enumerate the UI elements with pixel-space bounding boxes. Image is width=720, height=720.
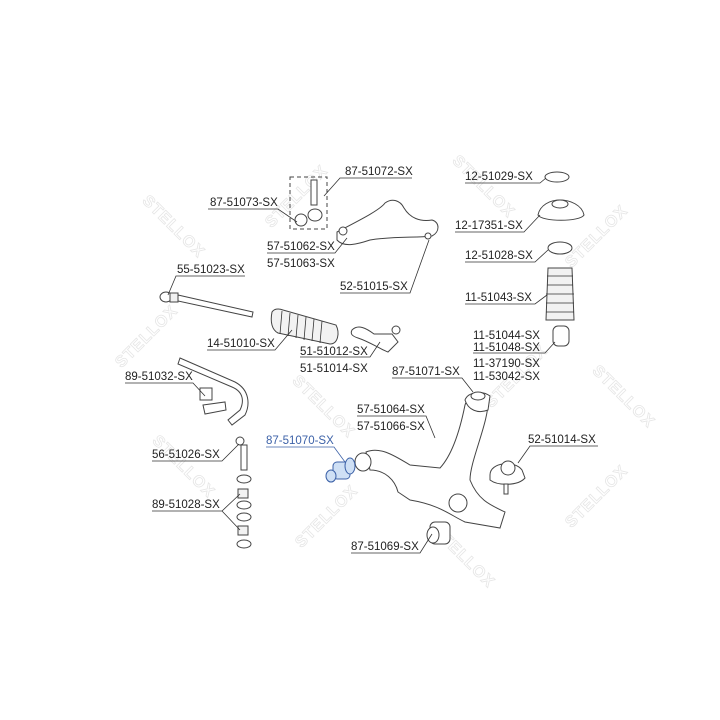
label-11-53042: 11-53042-SX: [473, 371, 540, 383]
label-12-17351: 12-17351-SX: [455, 220, 523, 232]
label-56-51026: 56-51026-SX: [152, 449, 220, 461]
part-strut-mount-stack: [537, 171, 585, 347]
label-57-51062: 57-51062-SX: [267, 241, 335, 253]
part-stabilizer-link: [235, 436, 252, 549]
leader-lines: [125, 177, 598, 554]
label-87-51072: 87-51072-SX: [345, 166, 413, 178]
label-87-51071: 87-51071-SX: [392, 366, 460, 378]
label-52-51015: 52-51015-SX: [340, 281, 408, 293]
part-87-51070-bushing-highlighted: [325, 457, 356, 483]
part-tie-rod-end: [350, 325, 401, 353]
watermark-text: STELLOX: [289, 372, 358, 441]
part-inner-tie-rod: [159, 291, 254, 318]
label-11-51044: 11-51044-SX: [473, 330, 540, 342]
label-89-51032: 89-51032-SX: [125, 371, 193, 383]
label-51-51012: 51-51012-SX: [300, 346, 368, 358]
label-87-51070-highlighted[interactable]: 87-51070-SX: [266, 435, 334, 447]
part-ball-joint: [489, 460, 526, 495]
watermark-text: STELLOX: [112, 302, 181, 371]
part-stabilizer-bar: [177, 357, 249, 426]
label-57-51066: 57-51066-SX: [357, 421, 425, 433]
label-11-51048: 11-51048-SX: [473, 342, 540, 354]
part-87-51072-bushing-bolt: [289, 176, 328, 230]
label-11-51043: 11-51043-SX: [465, 292, 532, 304]
watermark-text: STELLOX: [449, 152, 518, 221]
label-14-51010: 14-51010-SX: [207, 338, 275, 350]
label-51-51014: 51-51014-SX: [300, 363, 368, 375]
label-57-51063: 57-51063-SX: [267, 258, 335, 270]
watermark-text: STELLOX: [562, 462, 631, 531]
watermark-text: STELLOX: [139, 192, 208, 261]
part-rack-boot: [270, 308, 339, 345]
part-upper-control-arm: [336, 199, 439, 246]
watermark-text: STELLOX: [589, 362, 658, 431]
watermark-text: STELLOX: [149, 432, 218, 501]
part-rear-bushing: [426, 521, 451, 545]
part-lower-control-arm: [354, 391, 506, 529]
label-52-51014: 52-51014-SX: [528, 434, 596, 446]
label-11-37190: 11-37190-SX: [473, 358, 540, 370]
label-87-51069: 87-51069-SX: [351, 541, 419, 553]
part-labels: 87-51072-SX 87-51073-SX 57-51062-SX 57-5…: [125, 166, 596, 553]
label-87-51073: 87-51073-SX: [210, 197, 278, 209]
label-12-51029: 12-51029-SX: [465, 171, 533, 183]
label-55-51023: 55-51023-SX: [177, 264, 245, 276]
label-12-51028: 12-51028-SX: [465, 250, 533, 262]
label-89-51028: 89-51028-SX: [152, 499, 220, 511]
label-57-51064: 57-51064-SX: [357, 404, 425, 416]
